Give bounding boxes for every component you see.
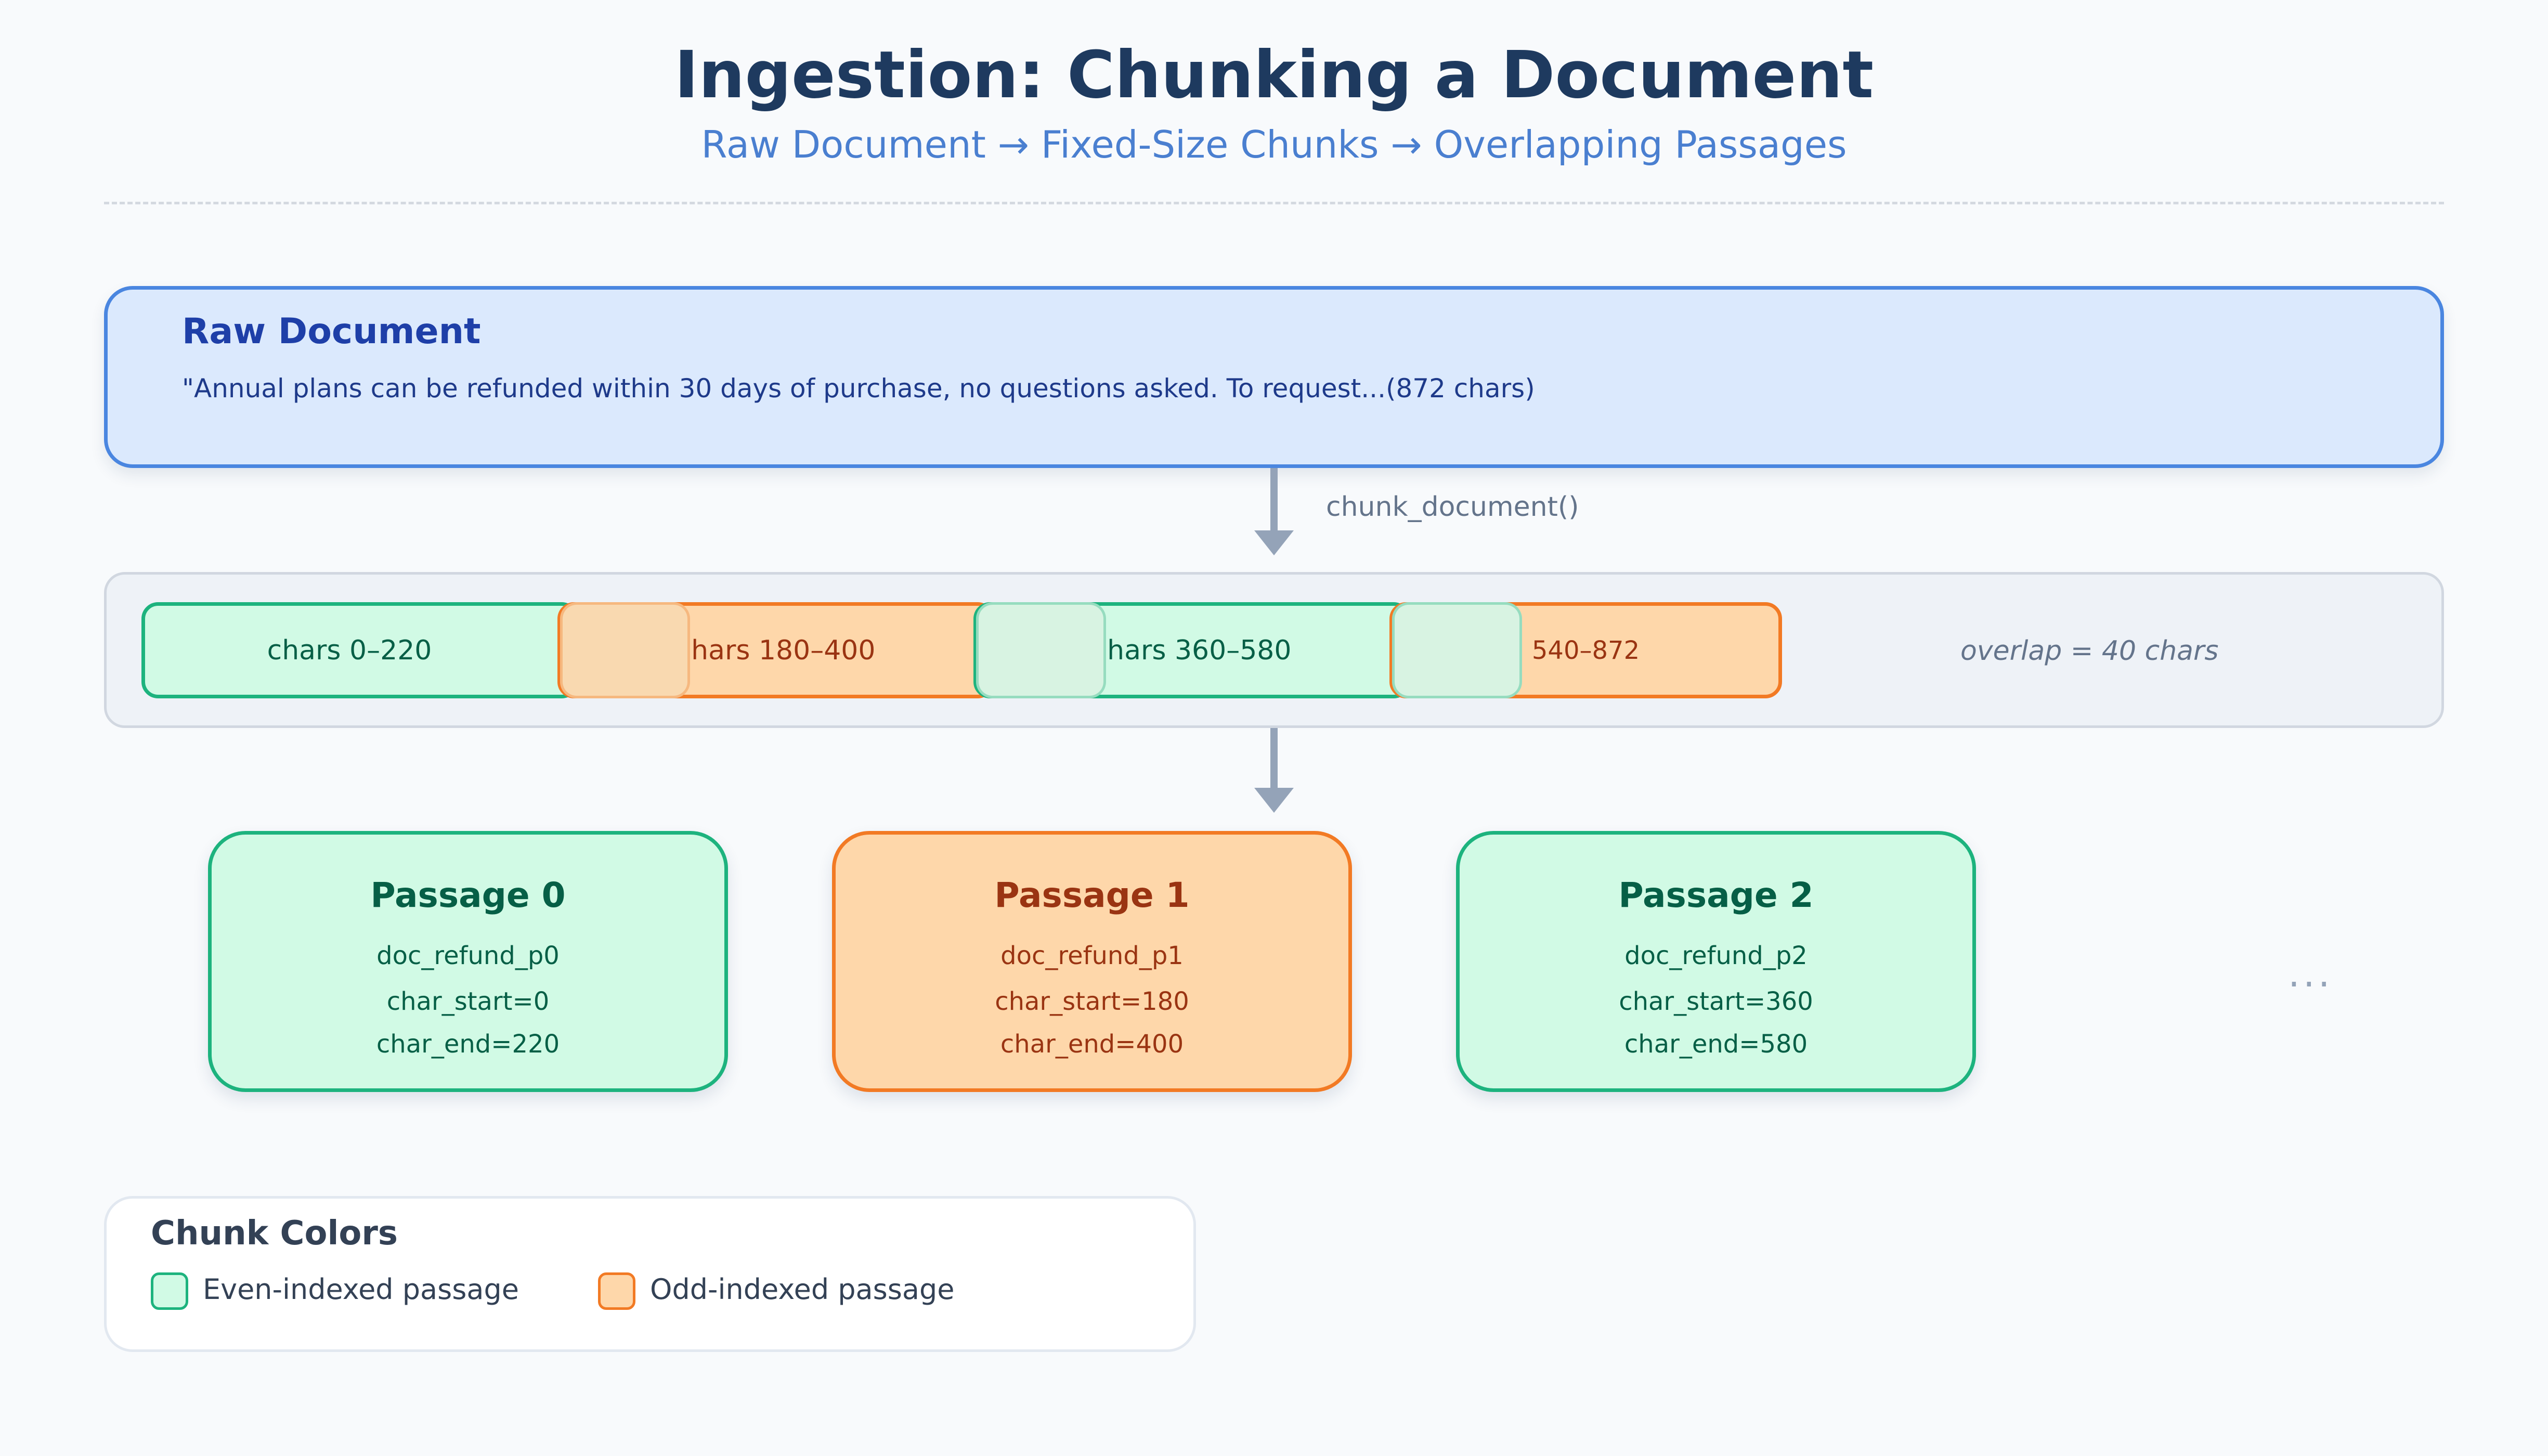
passage-2-char-end: char_end=580 (1624, 1030, 1808, 1059)
arrow-down-icon (1270, 728, 1278, 793)
passage-0-char-end: char_end=220 (376, 1030, 560, 1059)
passage-card-2 (1456, 831, 1976, 1092)
chunk-0-label: chars 0–220 (267, 634, 432, 666)
arrow-head-icon (1254, 788, 1294, 813)
passage-0-char-start: char_start=0 (386, 987, 550, 1016)
raw-document-title: Raw Document (182, 311, 481, 352)
legend-odd-swatch (598, 1272, 635, 1310)
arrow-head-icon (1254, 530, 1294, 555)
overlap-region-2-3 (1392, 602, 1522, 698)
chunk-1-label: chars 180–400 (676, 634, 876, 666)
header-divider (104, 202, 2444, 204)
passage-0-title: Passage 0 (370, 875, 566, 915)
passage-card-0 (208, 831, 728, 1092)
chunk-function-label: chunk_document() (1326, 491, 1579, 523)
page-subtitle: Raw Document → Fixed-Size Chunks → Overl… (701, 123, 1847, 166)
legend-title: Chunk Colors (151, 1214, 398, 1253)
passage-1-title: Passage 1 (994, 875, 1190, 915)
passage-1-char-end: char_end=400 (1000, 1030, 1184, 1059)
chunk-0: chars 0–220 (141, 602, 578, 698)
legend-box (104, 1196, 1196, 1352)
passage-card-1 (832, 831, 1352, 1092)
passage-1-char-start: char_start=180 (995, 987, 1189, 1016)
overlap-note: overlap = 40 chars (1960, 635, 2219, 667)
legend-even-label: Even-indexed passage (203, 1273, 519, 1306)
chunk-2-label: chars 360–580 (1092, 634, 1292, 666)
legend-even-swatch (151, 1272, 188, 1310)
overlap-region-0-1 (560, 602, 690, 698)
passage-2-char-start: char_start=360 (1619, 987, 1813, 1016)
passage-0-id: doc_refund_p0 (376, 941, 560, 970)
overlap-region-1-2 (976, 602, 1106, 698)
passage-2-title: Passage 2 (1618, 875, 1814, 915)
page-title: Ingestion: Chunking a Document (674, 37, 1874, 113)
raw-document-text: "Annual plans can be refunded within 30 … (182, 373, 1535, 404)
raw-document-box (104, 286, 2444, 468)
arrow-down-icon (1270, 468, 1278, 536)
passage-2-id: doc_refund_p2 (1624, 941, 1808, 970)
passage-1-id: doc_refund_p1 (1000, 941, 1184, 970)
legend-odd-label: Odd-indexed passage (650, 1273, 955, 1306)
chunk-3-label: 540–872 (1531, 635, 1640, 665)
more-passages-ellipsis: ... (2288, 952, 2333, 995)
